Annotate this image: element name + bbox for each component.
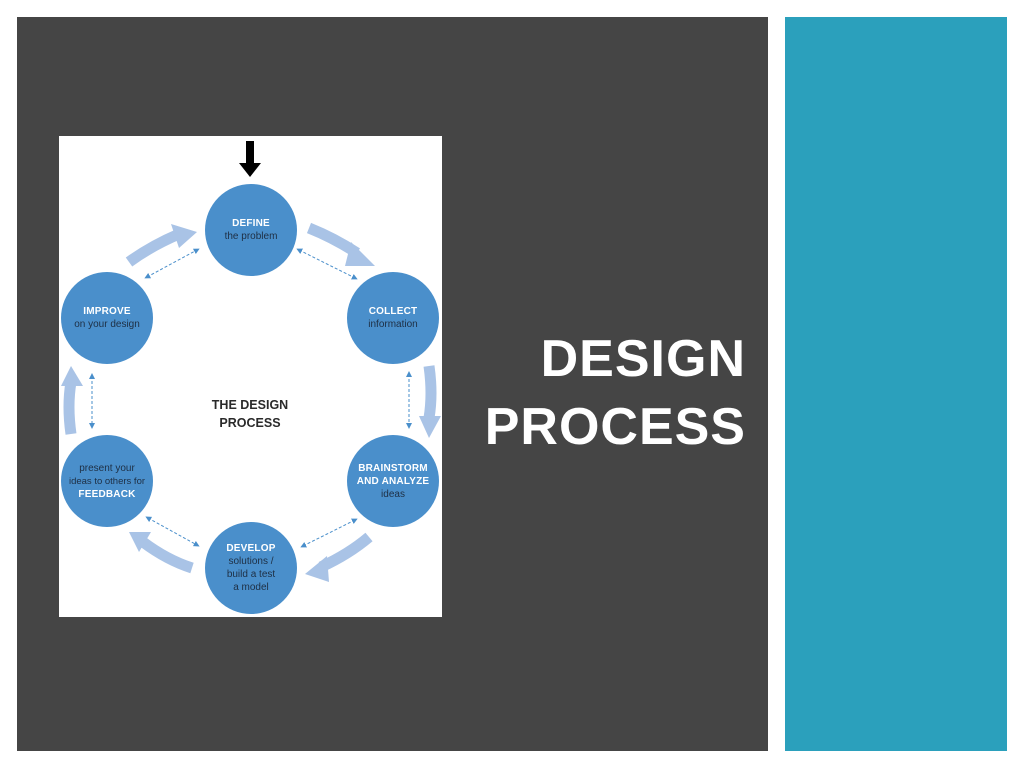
slide-title-line-2: PROCESS xyxy=(484,398,746,456)
cycle-arrow-improve-define xyxy=(125,228,182,267)
cycle-arrow-feedback-improve xyxy=(63,381,77,435)
node-define: DEFINE the problem xyxy=(205,184,297,276)
node-develop-title: DEVELOP xyxy=(226,543,276,554)
center-title-line-1: THE DESIGN xyxy=(211,398,289,412)
diagram-arrows xyxy=(61,141,441,582)
node-improve-sub: on your design xyxy=(74,319,140,330)
node-develop-sub-2: build a test xyxy=(226,569,276,580)
node-develop-sub-1: solutions / xyxy=(228,556,274,567)
node-improve: IMPROVE on your design xyxy=(61,272,153,364)
node-develop: DEVELOP solutions / build a test a model xyxy=(205,522,297,614)
cycle-arrow-develop-feedback xyxy=(139,537,194,574)
node-define-title: DEFINE xyxy=(232,218,270,229)
node-collect-sub: information xyxy=(368,319,418,330)
node-collect: COLLECT information xyxy=(347,272,439,364)
node-brainstorm-sub: ideas xyxy=(381,488,405,500)
accent-panel xyxy=(785,17,1007,751)
node-define-sub: the problem xyxy=(224,231,278,242)
node-brainstorm: BRAINSTORM AND ANALYZE ideas xyxy=(347,435,439,527)
cycle-arrow-brainstorm-develop xyxy=(318,532,373,572)
node-improve-title: IMPROVE xyxy=(83,306,131,317)
node-feedback: present your ideas to others for FEEDBAC… xyxy=(61,435,153,527)
node-feedback-pre-1: present your xyxy=(79,462,135,474)
down-arrow-icon xyxy=(239,141,261,177)
diagram-center-title: THE DESIGN PROCESS xyxy=(190,396,310,432)
cycle-arrow-collect-brainstorm xyxy=(423,365,437,419)
center-title-line-2: PROCESS xyxy=(219,416,281,430)
node-feedback-title: FEEDBACK xyxy=(78,488,136,500)
node-develop-sub-3: a model xyxy=(233,582,269,593)
slide-title: DESIGN PROCESS xyxy=(426,325,746,461)
node-brainstorm-title-1: BRAINSTORM xyxy=(358,462,428,474)
design-process-diagram: DEFINE the problem COLLECT information B… xyxy=(59,136,442,617)
node-collect-title: COLLECT xyxy=(368,306,418,317)
node-brainstorm-title-2: AND ANALYZE xyxy=(356,475,430,487)
node-feedback-pre-2: ideas to others for xyxy=(68,475,146,487)
slide-title-line-1: DESIGN xyxy=(540,330,746,388)
main-panel: DEFINE the problem COLLECT information B… xyxy=(17,17,768,751)
